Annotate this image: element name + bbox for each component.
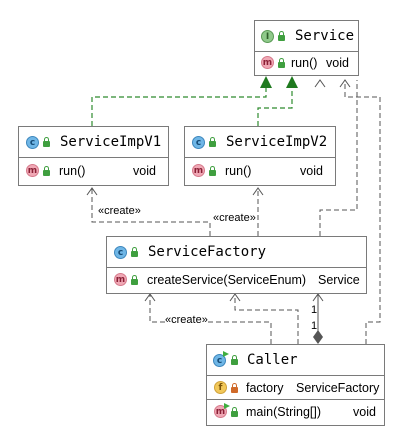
dependency-factory-impl1 [91, 188, 211, 236]
field-row[interactable]: f factory ServiceFactory [207, 378, 384, 400]
multiplicity-upper: 1 [311, 304, 318, 316]
class-name: Caller [247, 352, 298, 368]
public-visibility-icon [43, 166, 50, 176]
dependency-caller-service [344, 80, 381, 344]
public-visibility-icon [43, 137, 50, 147]
method-row[interactable]: m run() void [255, 53, 358, 73]
method-row[interactable]: m run() void [185, 161, 335, 181]
method-row[interactable]: m createService(ServiceEnum) Service [107, 270, 366, 290]
method-icon: m [26, 164, 39, 177]
method-icon: m [192, 164, 205, 177]
public-visibility-icon [278, 58, 285, 68]
dependency-arrowhead-impl2 [252, 187, 264, 196]
dependency-arrowhead-factory-2 [229, 293, 241, 302]
public-visibility-icon [231, 355, 238, 365]
class-icon: c [213, 354, 226, 367]
method-name: main(String[]) [246, 405, 322, 419]
field-icon: f [214, 381, 227, 394]
dependency-arrowhead-service-1 [314, 79, 326, 88]
interface-icon: I [261, 30, 274, 43]
realization-arrowhead-2 [286, 76, 298, 88]
runnable-icon [223, 351, 229, 357]
class-header: c Caller [207, 345, 384, 376]
method-name: run() [291, 56, 318, 70]
method-return-type: void [326, 56, 349, 70]
class-name: ServiceFactory [148, 244, 267, 260]
dependency-arrowhead-factory-1 [144, 293, 156, 302]
method-row[interactable]: m main(String[]) void [207, 402, 384, 422]
class-box-servicefactory[interactable]: c ServiceFactory m createService(Service… [106, 236, 367, 294]
class-icon: c [26, 136, 39, 149]
method-row[interactable]: m run() void [19, 161, 168, 181]
class-icon: c [192, 136, 205, 149]
create-label-factory: «create» [165, 314, 208, 326]
method-return-type: void [353, 405, 376, 419]
dependency-caller-factory-2 [234, 294, 299, 344]
class-name: Service [295, 28, 355, 44]
class-header: c ServiceImpV2 [185, 127, 335, 158]
class-box-service[interactable]: I Service m run() void [254, 20, 359, 76]
multiplicity-lower: 1 [311, 320, 318, 332]
class-name: ServiceImpV1 [60, 134, 162, 150]
method-name: run() [225, 164, 252, 178]
class-box-caller[interactable]: c Caller f factory ServiceFactory m main… [206, 344, 385, 426]
dependency-factory-service [319, 80, 358, 236]
public-visibility-icon [209, 137, 216, 147]
public-visibility-icon [231, 407, 238, 417]
field-type: ServiceFactory [296, 381, 380, 395]
method-return-type: void [133, 164, 156, 178]
method-return-type: void [300, 164, 323, 178]
dependency-arrowhead-impl1 [86, 187, 98, 196]
class-header: I Service [255, 21, 358, 52]
method-name: createService(ServiceEnum) [147, 273, 307, 287]
public-visibility-icon [131, 275, 138, 285]
field-name: factory [246, 381, 284, 395]
class-icon: c [114, 246, 127, 259]
create-label-impl2: «create» [213, 212, 256, 224]
realization-impl1-service [91, 82, 267, 126]
class-header: c ServiceImpV1 [19, 127, 168, 158]
runnable-icon [224, 403, 230, 409]
class-box-serviceimpv1[interactable]: c ServiceImpV1 m run() void [18, 126, 169, 186]
method-icon: m [261, 56, 274, 69]
public-visibility-icon [209, 166, 216, 176]
realization-impl2-service [257, 82, 293, 126]
public-visibility-icon [131, 247, 138, 257]
private-visibility-icon [231, 383, 238, 393]
public-visibility-icon [278, 31, 285, 41]
class-box-serviceimpv2[interactable]: c ServiceImpV2 m run() void [184, 126, 336, 186]
dependency-caller-factory [149, 294, 272, 344]
realization-arrowhead-1 [260, 76, 272, 88]
dependency-arrowhead-service-2 [339, 79, 351, 88]
method-return-type: Service [318, 273, 360, 287]
method-name: run() [59, 164, 86, 178]
create-label-impl1: «create» [98, 205, 141, 217]
composition-arrowhead [312, 293, 324, 302]
class-header: c ServiceFactory [107, 237, 366, 268]
class-name: ServiceImpV2 [226, 134, 328, 150]
method-icon: m [214, 405, 227, 418]
method-icon: m [114, 273, 127, 286]
composition-diamond [313, 330, 323, 344]
